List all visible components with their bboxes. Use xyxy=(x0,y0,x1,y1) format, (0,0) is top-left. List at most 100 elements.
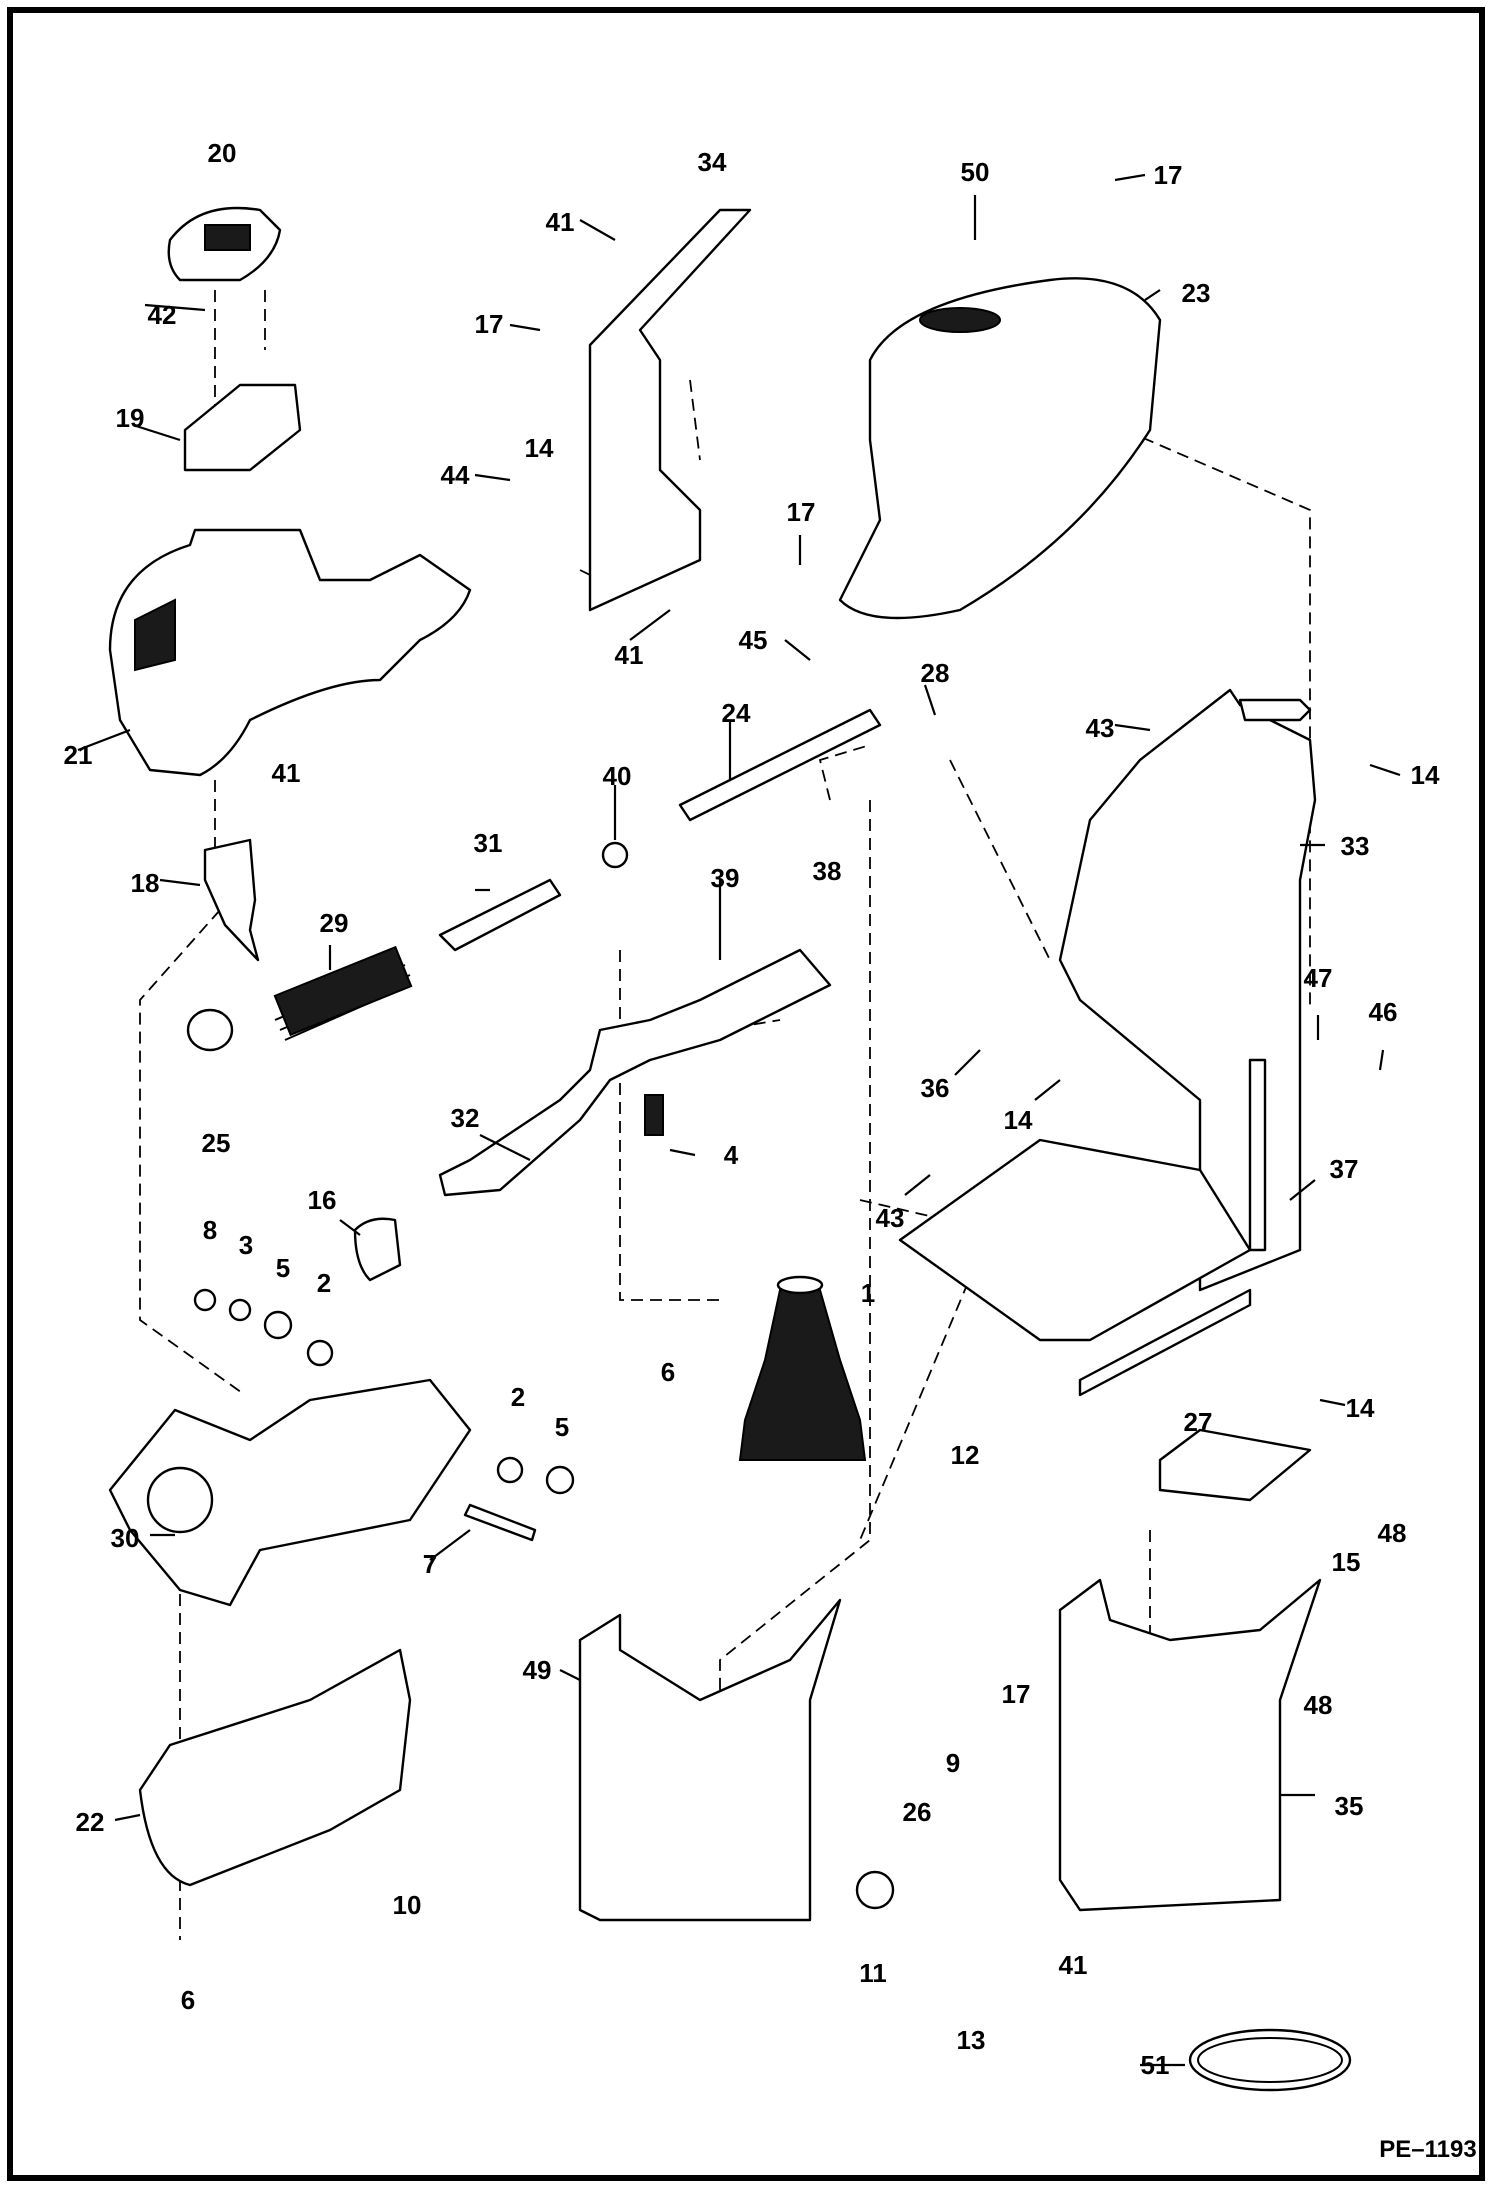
part-1-boot xyxy=(738,1289,867,1461)
part-32-lever xyxy=(438,948,832,1197)
part-19-mount xyxy=(183,383,302,472)
callout-31: 31 xyxy=(473,828,503,858)
part-30-housing xyxy=(108,1378,472,1607)
part-21-console xyxy=(108,528,472,777)
part-3-ring xyxy=(228,1298,252,1322)
part-18-bracket xyxy=(203,838,260,962)
callout-17-a: 17 xyxy=(474,309,504,339)
callout-12: 12 xyxy=(950,1440,980,1470)
part-51-hose-inner xyxy=(1197,2037,1343,2083)
part-23-switch-opening xyxy=(919,307,1001,333)
callout-51: 51 xyxy=(1140,2050,1170,2080)
callout-27: 27 xyxy=(1183,1407,1213,1437)
callout-4: 4 xyxy=(723,1140,739,1170)
callout-21: 21 xyxy=(63,740,93,770)
callout-23: 23 xyxy=(1181,278,1211,308)
part-2-bushing-b xyxy=(496,1456,524,1484)
callout-9: 9 xyxy=(945,1748,961,1778)
part-11-knob xyxy=(855,1870,895,1910)
part-1-boot-top xyxy=(776,1275,824,1295)
callout-22: 22 xyxy=(75,1807,105,1837)
callout-11: 11 xyxy=(859,1958,887,1988)
callout-38: 38 xyxy=(812,856,842,886)
part-4-spring xyxy=(644,1094,664,1136)
callout-6-a: 6 xyxy=(660,1357,676,1387)
callout-leaders xyxy=(77,173,1401,2067)
callout-48-b: 48 xyxy=(1303,1690,1333,1720)
callout-25: 25 xyxy=(201,1128,231,1158)
part-2-bushing-a xyxy=(306,1339,334,1367)
callout-33: 33 xyxy=(1340,831,1370,861)
callout-7: 7 xyxy=(422,1549,438,1579)
part-30-port xyxy=(146,1466,214,1534)
callout-41-d: 41 xyxy=(1058,1950,1088,1980)
callout-17-d: 17 xyxy=(1001,1679,1031,1709)
callout-43-b: 43 xyxy=(875,1203,905,1233)
part-27-bracket xyxy=(1158,1428,1312,1502)
callout-42: 42 xyxy=(147,300,177,330)
diagram-border xyxy=(7,7,1485,2181)
callout-37: 37 xyxy=(1329,1154,1359,1184)
callout-32: 32 xyxy=(450,1103,480,1133)
callout-41-a: 41 xyxy=(271,758,301,788)
callout-10: 10 xyxy=(392,1890,422,1920)
callout-36: 36 xyxy=(920,1073,950,1103)
part-22-tray xyxy=(138,1648,412,1887)
part-51-hose xyxy=(1188,2028,1352,2092)
part-40-washer xyxy=(601,841,629,869)
part-5-washer-b xyxy=(545,1465,575,1495)
callout-13: 13 xyxy=(956,2025,986,2055)
callout-30: 30 xyxy=(110,1523,140,1553)
part-37-strip-a xyxy=(1248,1058,1267,1252)
callout-26: 26 xyxy=(902,1797,932,1827)
part-34-plate xyxy=(588,208,752,612)
part-8-ring xyxy=(193,1288,217,1312)
part-33-base-plate xyxy=(898,1138,1252,1342)
callout-24: 24 xyxy=(721,698,751,728)
callout-5-a: 5 xyxy=(275,1253,291,1283)
callout-14-c: 14 xyxy=(1003,1105,1033,1135)
callout-44: 44 xyxy=(440,460,470,490)
callout-43-a: 43 xyxy=(1085,713,1115,743)
part-35-panel xyxy=(1058,1578,1322,1912)
callout-28: 28 xyxy=(920,658,950,688)
part-49-panel xyxy=(578,1598,842,1922)
callout-6-b: 6 xyxy=(180,1985,196,2015)
callout-35: 35 xyxy=(1334,1791,1364,1821)
callout-45: 45 xyxy=(738,625,768,655)
callout-14-a: 14 xyxy=(524,433,554,463)
part-25-bushing xyxy=(186,1008,234,1052)
callout-19: 19 xyxy=(115,403,145,433)
callout-16: 16 xyxy=(307,1185,337,1215)
part-37-strip-b xyxy=(1078,1288,1252,1397)
figure-code: PE–1193 xyxy=(1379,2136,1477,2163)
callout-34: 34 xyxy=(697,147,727,177)
callout-40: 40 xyxy=(602,761,632,791)
callout-17-c: 17 xyxy=(786,497,816,527)
callout-49: 49 xyxy=(522,1655,552,1685)
callout-1: 1 xyxy=(860,1278,876,1308)
callout-47: 47 xyxy=(1303,963,1333,993)
part-5-washer-a xyxy=(263,1310,293,1340)
part-31-pin xyxy=(438,878,562,952)
part-29-coil xyxy=(273,945,413,1037)
part-21-opening xyxy=(134,598,176,672)
callout-15: 15 xyxy=(1331,1547,1361,1577)
callout-8: 8 xyxy=(202,1215,218,1245)
part-24-shaft xyxy=(678,708,882,822)
callout-39: 39 xyxy=(710,863,740,893)
callout-18: 18 xyxy=(130,868,160,898)
callout-2-b: 2 xyxy=(510,1382,526,1412)
callout-2-a: 2 xyxy=(316,1268,332,1298)
callout-17-b: 17 xyxy=(1153,160,1183,190)
part-7-pin xyxy=(463,1503,537,1542)
callout-20: 20 xyxy=(207,138,237,168)
callout-3: 3 xyxy=(238,1230,254,1260)
callout-14-b: 14 xyxy=(1410,760,1440,790)
callout-29: 29 xyxy=(319,908,349,938)
callout-14-d: 14 xyxy=(1345,1393,1375,1423)
part-23-cover xyxy=(838,277,1162,620)
callout-48-a: 48 xyxy=(1377,1518,1407,1548)
